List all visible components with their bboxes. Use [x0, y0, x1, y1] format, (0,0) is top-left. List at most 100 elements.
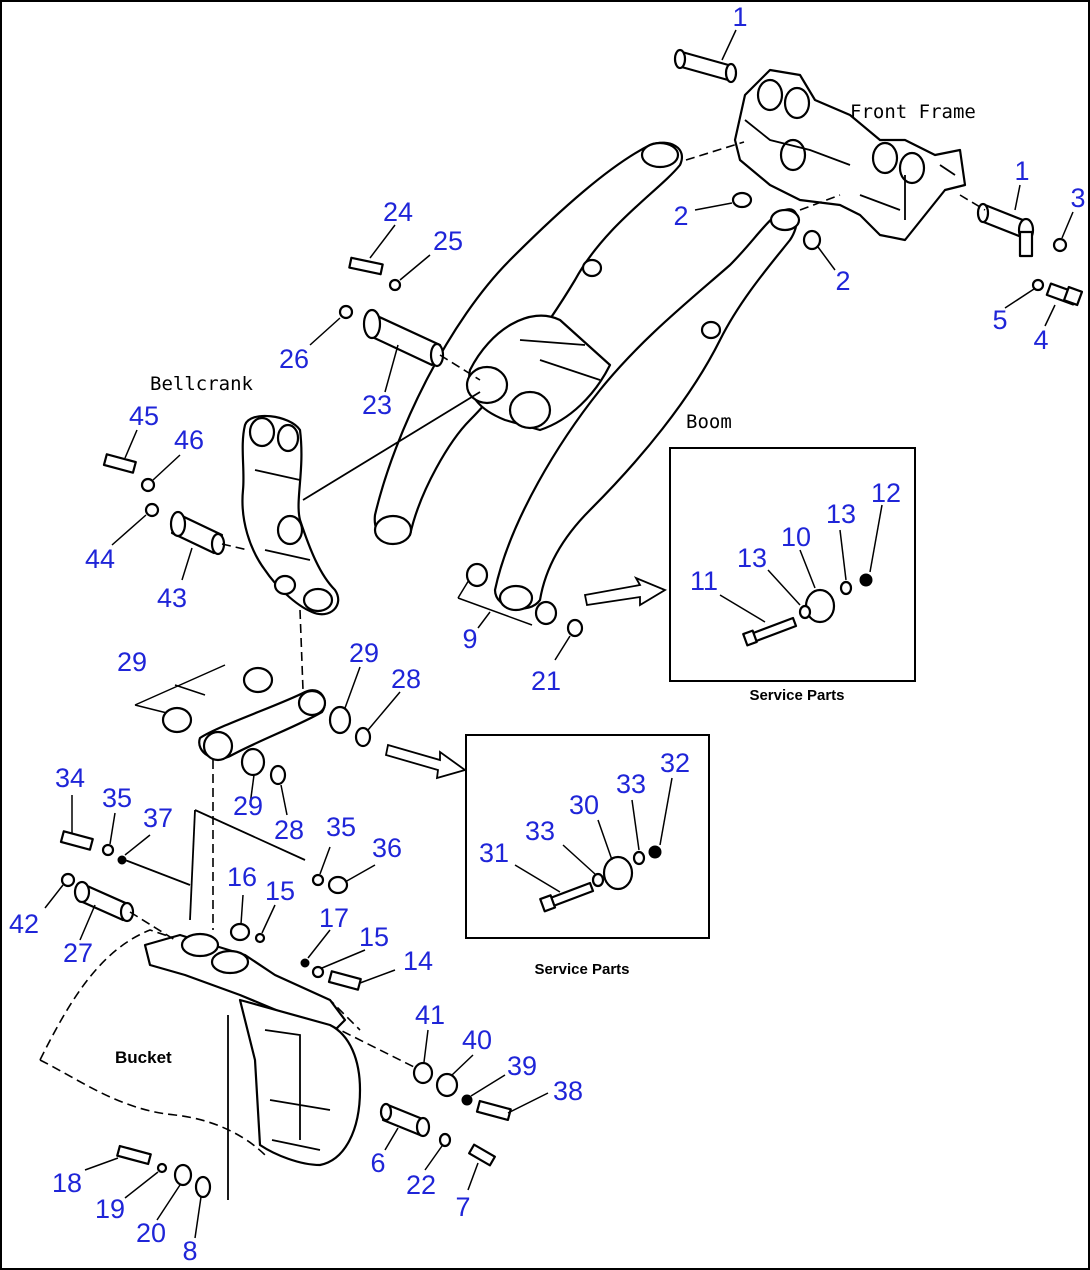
- pin-1-right: [976, 202, 1035, 258]
- washer-35-a: [101, 843, 115, 857]
- callout: 24: [383, 197, 413, 227]
- shim-2-a: [731, 191, 753, 209]
- washer-39: [461, 1094, 473, 1106]
- nut-3: [1052, 237, 1068, 253]
- callout: 13: [826, 499, 856, 529]
- service-parts-box-2: [465, 734, 710, 939]
- shim-28-a: [354, 726, 372, 748]
- callout: 38: [553, 1076, 583, 1106]
- shim-21: [566, 618, 584, 638]
- bolt-14: [327, 970, 362, 991]
- callout: 12: [871, 478, 901, 508]
- pin-6: [379, 1102, 431, 1138]
- bellcrank-label: Bellcrank: [150, 373, 254, 395]
- callout: 6: [370, 1148, 385, 1178]
- callout: 28: [274, 815, 304, 845]
- callout: 15: [359, 922, 389, 952]
- callout: 20: [136, 1218, 166, 1248]
- callout: 1: [732, 2, 747, 32]
- callout: 32: [660, 748, 690, 778]
- callout: 4: [1033, 325, 1048, 355]
- bushing-29-c: [240, 747, 266, 777]
- washer-5: [1031, 278, 1045, 292]
- callout: 14: [403, 946, 433, 976]
- bucket-drawing: [39, 929, 421, 1167]
- callout: 17: [319, 903, 349, 933]
- nut-37: [117, 855, 127, 865]
- service-parts-label-2: Service Parts: [534, 961, 629, 978]
- callout: 1: [1014, 156, 1029, 186]
- front-frame-label: Front Frame: [850, 101, 976, 123]
- front-frame-drawing: [733, 68, 967, 242]
- callout: 28: [391, 664, 421, 694]
- callout: 7: [455, 1192, 470, 1222]
- callout: 29: [349, 638, 379, 668]
- washer-15-b: [311, 965, 325, 979]
- callout: 37: [143, 803, 173, 833]
- bushing-set-29: [134, 664, 274, 734]
- callout: 2: [835, 266, 850, 296]
- washer-25: [388, 278, 402, 292]
- callout: 21: [531, 666, 561, 696]
- washer-19: [156, 1162, 168, 1174]
- bolt-38: [475, 1099, 512, 1122]
- nut-26: [338, 304, 354, 320]
- bolt-7: [468, 1143, 496, 1167]
- callout: 3: [1070, 183, 1085, 213]
- service-kit-2: [539, 845, 662, 913]
- callout: 29: [117, 647, 147, 677]
- callout: 15: [265, 876, 295, 906]
- callout: 33: [616, 769, 646, 799]
- pin-27: [73, 880, 135, 923]
- washer-35-b: [311, 873, 325, 887]
- callout: 22: [406, 1170, 436, 1200]
- washer-17: [300, 958, 310, 968]
- callout: 16: [227, 862, 257, 892]
- nut-44: [144, 502, 160, 518]
- washer-46: [140, 477, 156, 493]
- boom-drawing: [373, 141, 801, 612]
- bushing-29-b: [328, 705, 352, 735]
- boom-label: Boom: [686, 411, 732, 433]
- callout: 9: [462, 624, 477, 654]
- callout: 5: [992, 305, 1007, 335]
- pin-1-top: [673, 48, 738, 84]
- shim-41: [412, 1061, 434, 1085]
- callout: 10: [781, 522, 811, 552]
- shim-20: [173, 1163, 193, 1187]
- service-kit-1: [742, 573, 873, 647]
- shim-28-b: [269, 764, 287, 786]
- arrow-to-service-parts-2: [384, 743, 468, 780]
- callout: 36: [372, 833, 402, 863]
- callout: 25: [433, 226, 463, 256]
- callout: 44: [85, 544, 115, 574]
- bellcrank-drawing: [241, 414, 340, 616]
- callout: 11: [690, 566, 718, 596]
- bushing-set-9: [457, 562, 558, 626]
- link-drawing: [198, 689, 327, 762]
- callout: 39: [507, 1051, 537, 1081]
- callout: 43: [157, 583, 187, 613]
- callout: 23: [362, 390, 392, 420]
- bolt-34: [59, 830, 94, 851]
- callout: 40: [462, 1025, 492, 1055]
- callout: 2: [673, 201, 688, 231]
- callout: 33: [525, 816, 555, 846]
- callout: 45: [129, 401, 159, 431]
- pin-43: [169, 510, 226, 556]
- callout: 35: [102, 783, 132, 813]
- pin-23: [362, 308, 445, 368]
- callout: 27: [63, 938, 93, 968]
- shim-2-b: [802, 229, 822, 251]
- callout: 19: [95, 1194, 125, 1224]
- bolt-4: [1045, 282, 1084, 307]
- nut-22: [438, 1132, 452, 1148]
- shim-8: [194, 1175, 212, 1199]
- service-parts-box-1: [669, 447, 916, 682]
- callout: 35: [326, 812, 356, 842]
- callout: 30: [569, 790, 599, 820]
- nut-36: [327, 875, 349, 895]
- nut-42: [60, 872, 76, 888]
